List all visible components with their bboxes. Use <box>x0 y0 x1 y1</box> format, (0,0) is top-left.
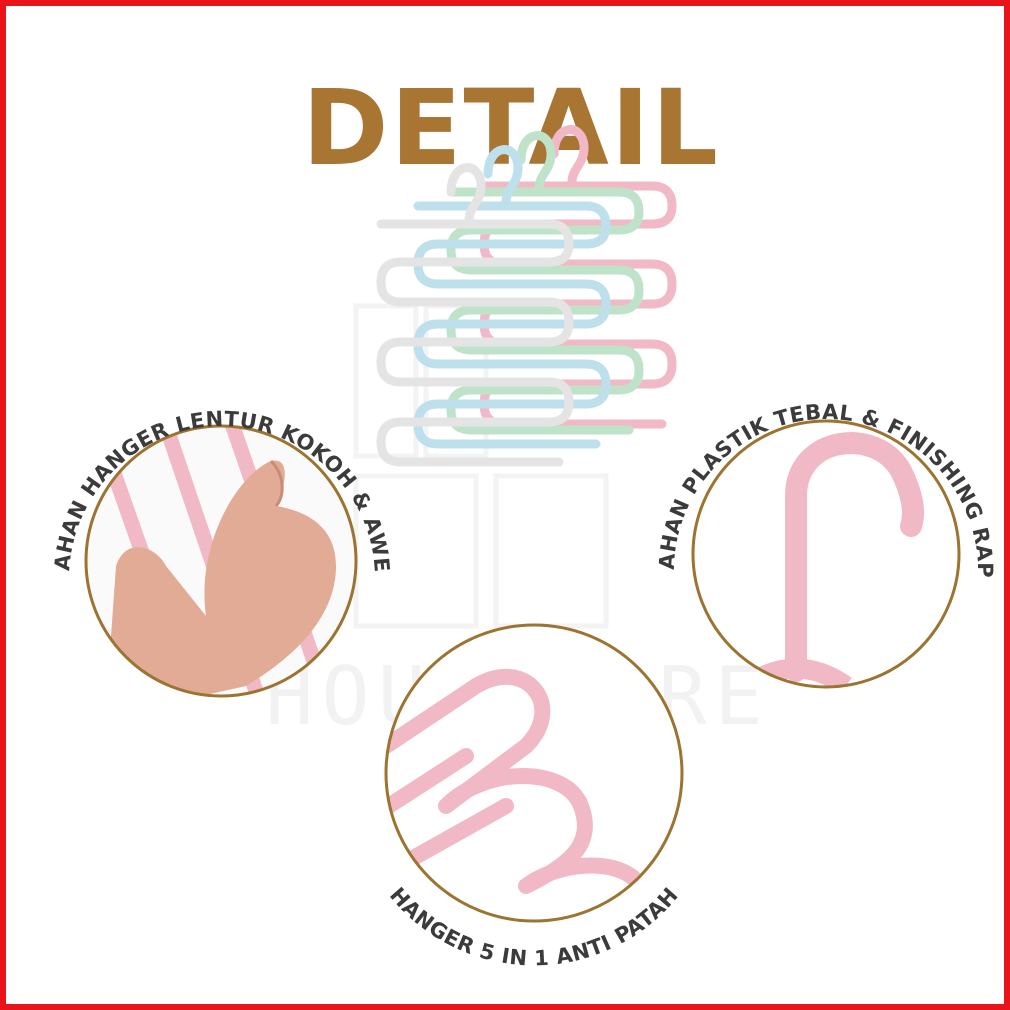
detail-circle-flexible: BAHAN HANGER LENTUR KOKOH & AWET <box>6 6 393 698</box>
page-title: DETAIL <box>302 67 720 189</box>
detail-circle-loops: HANGER 5 IN 1 ANTI PATAH <box>384 623 684 971</box>
hook-illustration <box>785 432 924 682</box>
detail-circles: BAHAN HANGER LENTUR KOKOH & AWET BAHAN P… <box>6 6 997 971</box>
hand-illustration <box>106 460 336 696</box>
